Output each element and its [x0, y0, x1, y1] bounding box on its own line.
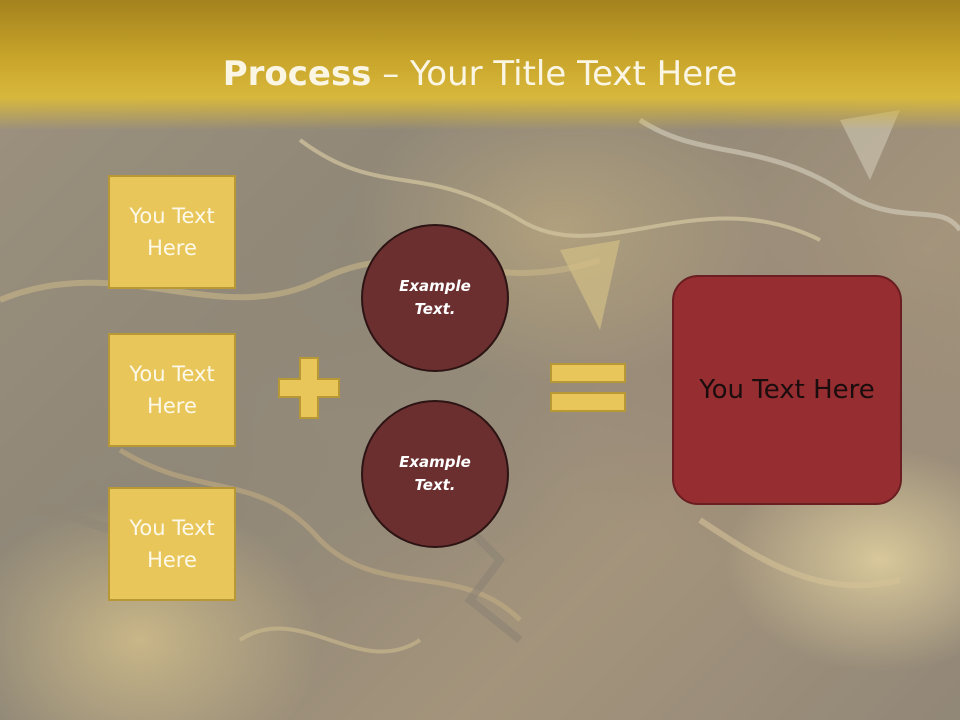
- example-circle-1-line2: Text.: [414, 300, 456, 318]
- text-box-3-line2: Here: [147, 548, 197, 572]
- slide-title: Process – Your Title Text Here: [0, 52, 960, 96]
- equals-bar-bottom: [550, 392, 626, 412]
- text-box-2: You Text Here: [108, 333, 236, 447]
- equals-bar-top: [550, 363, 626, 383]
- example-circle-2-line2: Text.: [414, 476, 456, 494]
- text-box-2-line1: You Text: [129, 362, 215, 386]
- example-circle-2-line1: Example: [399, 453, 471, 471]
- title-bold: Process: [222, 54, 372, 94]
- example-circle-1-line1: Example: [399, 277, 471, 295]
- text-box-1-line2: Here: [147, 236, 197, 260]
- text-box-2-line2: Here: [147, 394, 197, 418]
- result-box: You Text Here: [672, 275, 902, 505]
- text-box-3-line1: You Text: [129, 516, 215, 540]
- text-box-1-line1: You Text: [129, 204, 215, 228]
- text-box-1: You Text Here: [108, 175, 236, 289]
- title-bar: [0, 0, 960, 130]
- text-box-3: You Text Here: [108, 487, 236, 601]
- title-rest: – Your Title Text Here: [371, 54, 738, 94]
- result-box-text: You Text Here: [699, 375, 875, 405]
- plus-icon: [278, 357, 340, 419]
- example-circle-1: Example Text.: [361, 224, 509, 372]
- example-circle-2: Example Text.: [361, 400, 509, 548]
